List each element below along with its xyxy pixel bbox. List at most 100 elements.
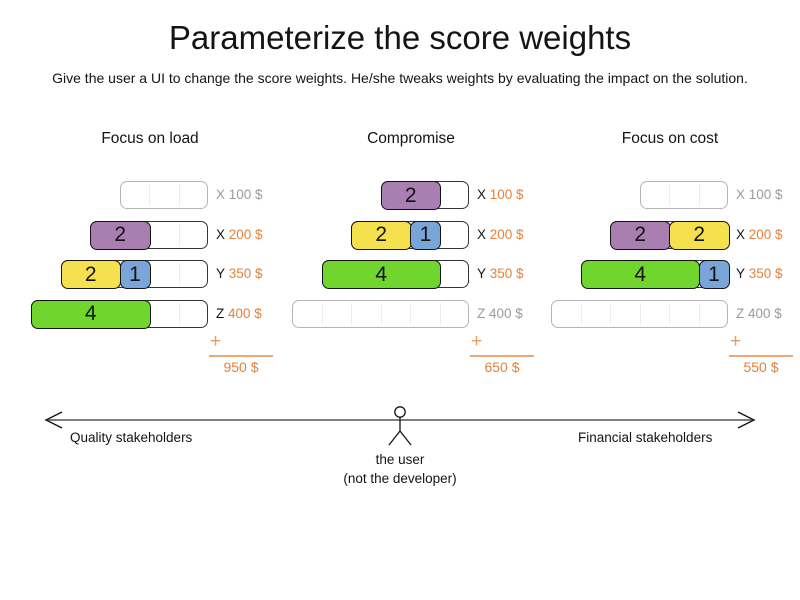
row-cost: 400 $	[224, 305, 262, 321]
row-label: X 100 $	[216, 181, 263, 209]
left-arrowhead-icon	[44, 411, 63, 429]
plus-sign: +	[730, 331, 742, 352]
row-label: Z 400 $	[736, 300, 782, 328]
row-label: X 200 $	[477, 221, 524, 249]
row-variable: X	[736, 187, 746, 202]
row-label: X 200 $	[216, 221, 263, 249]
row-label: Y 350 $	[736, 260, 783, 288]
weight-bar: 4	[31, 299, 208, 329]
total-cost: 550 $	[743, 359, 779, 375]
cell-divider	[178, 184, 180, 206]
weight-row: Z 400 $	[540, 299, 800, 328]
yellow-weight-block: 2	[669, 220, 730, 250]
row-cost: 100 $	[745, 187, 783, 202]
sum-line	[470, 355, 534, 357]
cell-divider	[698, 302, 700, 325]
stick-figure-icon	[388, 406, 412, 446]
slide-subtitle: Give the user a UI to change the score w…	[52, 70, 748, 86]
row-variable: Y	[477, 266, 487, 281]
blue-weight-block: 1	[698, 260, 730, 289]
row-label: X 100 $	[736, 181, 783, 209]
weight-bar	[639, 181, 728, 209]
weight-row: 4 Z 400 $	[20, 299, 280, 329]
row-label: Z 400 $	[477, 300, 523, 328]
row-cost: 200 $	[225, 226, 263, 242]
row-variable: Z	[736, 305, 745, 321]
row-cost: 100 $	[225, 187, 263, 202]
cell-divider	[669, 184, 670, 206]
yellow-weight-block: 2	[60, 260, 121, 289]
user-caption: the user (not the developer)	[300, 450, 500, 488]
cell-divider	[580, 302, 582, 325]
cell-divider	[149, 184, 150, 206]
user-caption-line1: the user	[375, 452, 425, 467]
row-variable: X	[477, 187, 487, 202]
sum-line	[729, 355, 793, 357]
row-variable: Z	[477, 305, 486, 321]
row-label: X 100 $	[477, 181, 524, 209]
cell-divider	[321, 302, 323, 325]
row-variable: X	[216, 226, 226, 242]
purple-weight-block: 2	[90, 220, 151, 250]
yellow-weight-block: 2	[351, 220, 412, 250]
row-cost: 200 $	[745, 226, 783, 242]
row-label: Y 350 $	[216, 260, 263, 288]
blue-weight-block: 1	[410, 220, 441, 250]
plus-sign: +	[471, 331, 483, 352]
row-cost: 100 $	[486, 187, 524, 202]
green-weight-block: 4	[580, 260, 700, 289]
user-caption-line2: (not the developer)	[343, 471, 457, 486]
cell-divider	[178, 223, 180, 246]
weight-row: X 100 $	[540, 181, 800, 209]
row-variable: Z	[216, 305, 225, 321]
panel-title: Focus on load	[101, 130, 199, 147]
row-cost: 400 $	[744, 305, 782, 321]
row-label: Y 350 $	[477, 260, 524, 288]
financial-stakeholders-label: Financial stakeholders	[578, 430, 713, 445]
cell-divider	[439, 302, 441, 325]
total-cost: 950 $	[223, 359, 259, 375]
purple-weight-block: 2	[610, 220, 671, 250]
right-arrowhead-icon	[737, 411, 756, 429]
weight-bar	[292, 299, 469, 328]
panel-title: Compromise	[367, 130, 455, 147]
cell-divider	[410, 302, 411, 325]
purple-weight-block: 2	[380, 181, 441, 210]
cell-divider	[351, 302, 352, 325]
row-cost: 350 $	[745, 266, 783, 281]
cell-divider	[178, 302, 180, 325]
row-variable: X	[736, 226, 746, 242]
slide-title: Parameterize the score weights	[168, 19, 632, 56]
weight-row: X 100 $	[20, 181, 280, 209]
weight-bar	[551, 299, 728, 328]
green-weight-block: 4	[31, 299, 151, 329]
row-variable: X	[477, 226, 487, 242]
weight-row: 2 X 100 $	[281, 181, 541, 210]
row-label: Z 400 $	[216, 300, 262, 328]
stakeholder-axis	[44, 406, 756, 446]
cell-divider	[178, 263, 180, 285]
cell-divider	[380, 302, 382, 325]
green-weight-block: 4	[321, 260, 441, 289]
row-cost: 200 $	[486, 226, 524, 242]
row-variable: Y	[736, 266, 746, 281]
row-variable: X	[216, 187, 226, 202]
blue-weight-block: 1	[119, 260, 151, 289]
weight-row: 4 Y 350 $	[281, 260, 541, 289]
weight-bar: 2	[90, 220, 208, 250]
panel-title: Focus on cost	[621, 130, 719, 147]
row-cost: 350 $	[486, 266, 524, 281]
quality-stakeholders-label: Quality stakeholders	[70, 430, 193, 445]
cell-divider	[669, 302, 670, 325]
row-cost: 400 $	[485, 305, 523, 321]
